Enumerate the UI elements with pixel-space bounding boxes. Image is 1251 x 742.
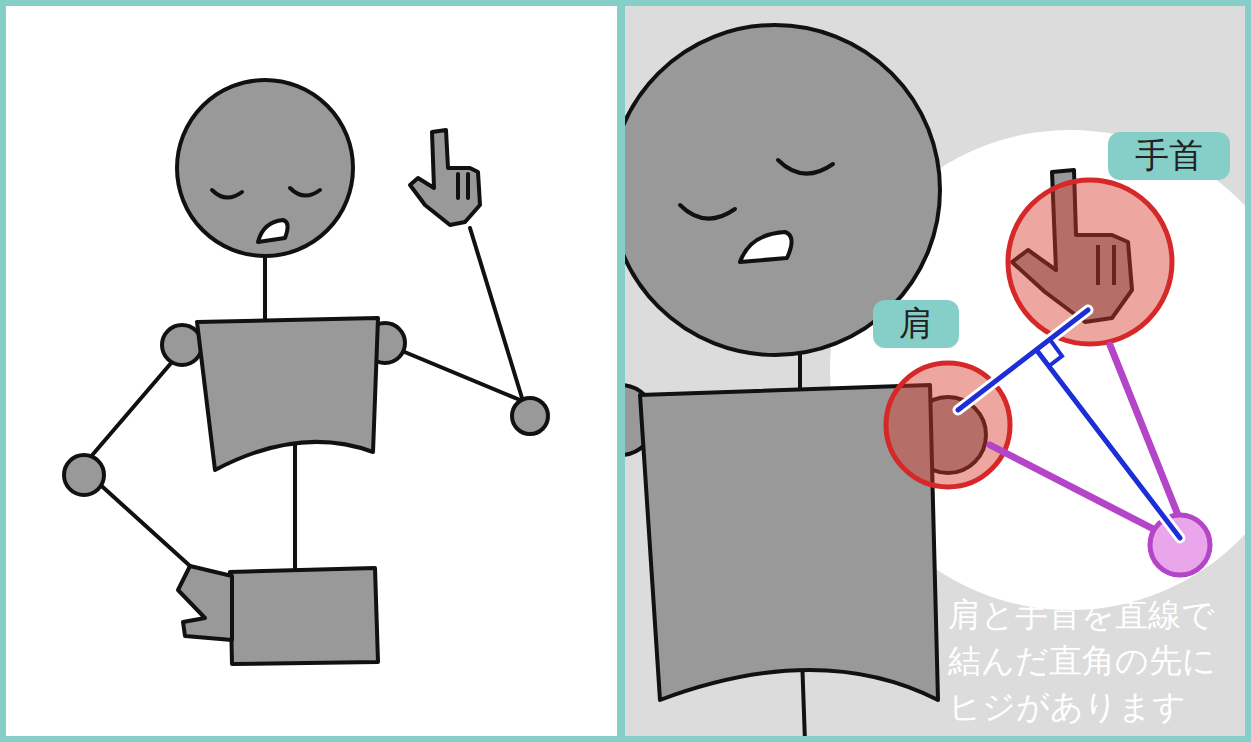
stick-figure: [64, 80, 548, 664]
tag-text: 肩: [899, 301, 933, 347]
construction-lines: [958, 310, 1180, 538]
explanation-note: 肩と手首を直線で 結んだ直角の先に ヒジがあります: [948, 592, 1238, 730]
left-panel: [6, 6, 617, 736]
label-tag: 手首: [1108, 132, 1230, 180]
label-tag: 肩: [873, 300, 959, 348]
elbow-point: [1150, 515, 1210, 575]
wrist-highlight: [1008, 180, 1172, 344]
tag-text: 手首: [1135, 133, 1203, 179]
